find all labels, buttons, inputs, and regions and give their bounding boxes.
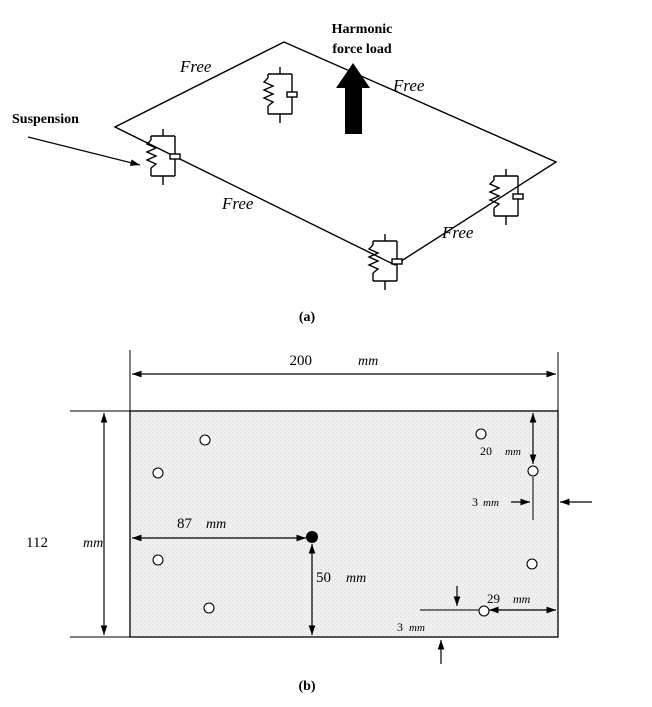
load-point-marker — [306, 531, 318, 543]
edge-label-free-top: Free — [179, 57, 212, 76]
side-hole-top-value: 20 — [480, 444, 492, 458]
suspension-hole — [475, 428, 487, 440]
edge-label-free-bottom: Free — [221, 194, 254, 213]
hole-bottom-unit: mm — [409, 622, 425, 634]
height-value: 112 — [26, 535, 48, 551]
panel-b: 200 mm 112 mm 87 mm 50 mm 20 mm 3 — [26, 350, 592, 694]
edge-label-free-front: Free — [441, 223, 474, 242]
side-hole-edge-value: 3 — [472, 495, 478, 509]
load-y-value: 50 — [316, 570, 331, 586]
suspension-hole — [526, 558, 538, 570]
load-x-unit: mm — [206, 517, 226, 532]
harmonic-force-arrow — [336, 63, 370, 134]
suspension-label: Suspension — [12, 112, 79, 127]
suspension-hole — [203, 602, 215, 614]
width-unit: mm — [358, 354, 378, 369]
hole-bottom-value: 3 — [397, 620, 403, 634]
suspension-hole — [152, 554, 164, 566]
load-label-line2: force load — [332, 42, 391, 57]
load-x-value: 87 — [177, 516, 193, 532]
suspension-hole — [527, 465, 539, 477]
suspension-hole — [199, 434, 211, 446]
width-value: 200 — [290, 353, 313, 369]
caption-b: (b) — [298, 679, 315, 694]
suspension-hole — [478, 605, 490, 617]
suspension-spring-damper-left — [146, 128, 181, 186]
load-label-line1: Harmonic — [332, 22, 393, 37]
side-hole-top-unit: mm — [505, 446, 521, 458]
panel-a: Harmonic force load Suspension Free Free… — [12, 22, 558, 325]
hole-right-value: 29 — [487, 591, 500, 606]
suspension-hole — [152, 467, 164, 479]
hole-right-unit: mm — [513, 592, 531, 606]
side-hole-edge-unit: mm — [483, 497, 499, 509]
suspension-spring-damper-right — [489, 168, 524, 226]
plate-outline — [113, 41, 558, 266]
suspension-spring-damper-front — [368, 233, 403, 291]
suspension-pointer-arrow — [27, 136, 141, 166]
height-unit: mm — [83, 536, 103, 551]
plate-top-view — [129, 410, 559, 638]
suspension-spring-damper-rear — [263, 66, 298, 124]
caption-a: (a) — [299, 310, 316, 325]
edge-label-free-right: Free — [392, 76, 425, 95]
load-y-unit: mm — [346, 571, 366, 586]
